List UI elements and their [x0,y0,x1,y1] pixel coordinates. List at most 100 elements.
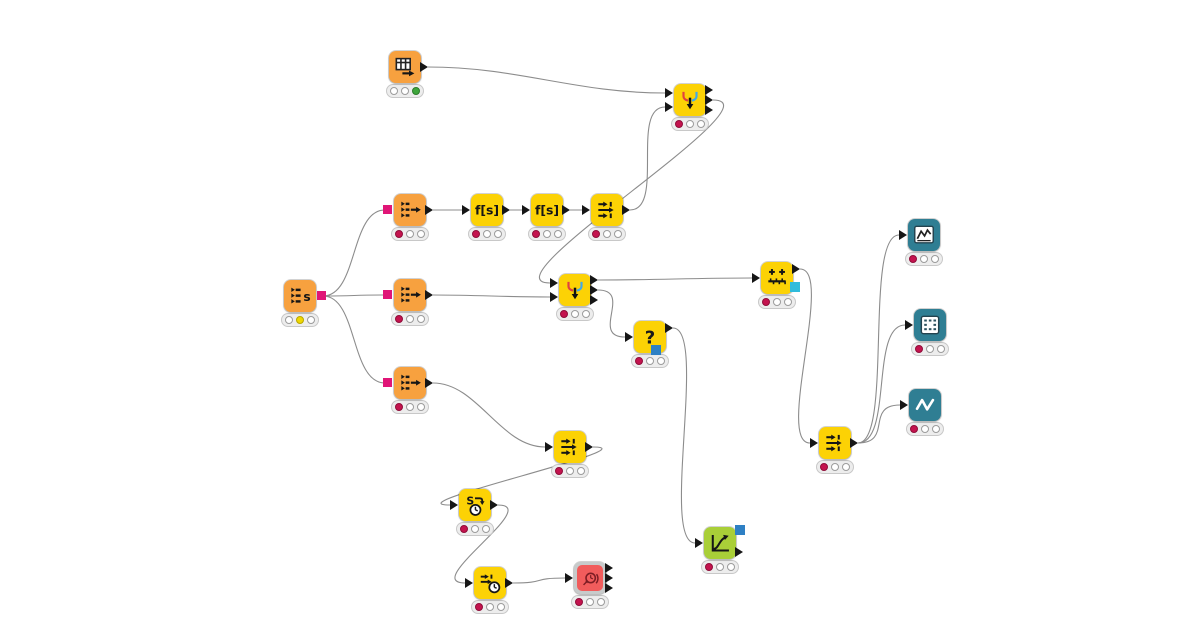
output-port[interactable] [502,205,510,215]
list-arrow-node-2[interactable] [383,279,433,311]
output-port[interactable] [590,285,598,295]
input-port[interactable] [465,578,473,588]
connection-list-arrow-node-2-to-joiner-node-2[interactable] [432,294,551,298]
connection-question-node-to-regression-node[interactable] [672,327,696,544]
output-port[interactable] [605,573,613,583]
output-port[interactable] [562,205,570,215]
input-port[interactable] [695,538,703,548]
output-port[interactable] [490,500,498,510]
connection-row-filter-clock-node-to-clock-loop-node[interactable] [512,577,566,584]
connection-row-filter-node-2-to-string-to-time-node[interactable] [440,446,603,506]
view-table-node[interactable] [905,309,946,341]
connection-string-to-time-node-to-row-filter-clock-node[interactable] [454,504,509,584]
string-fn-node-2[interactable]: f[s] [522,194,570,226]
input-port[interactable] [905,320,913,330]
svg-text:?: ? [645,327,655,348]
clock-loop-icon [580,568,600,588]
list-arrow-node-3[interactable] [383,367,433,399]
status-dot-off [417,230,425,238]
input-port[interactable] [810,438,818,448]
input-port[interactable] [900,400,908,410]
input-port[interactable] [899,230,907,240]
output-port[interactable] [850,438,858,448]
data-source-node[interactable]: s [284,280,326,312]
output-port[interactable] [585,442,593,452]
string-function-icon: f[s] [534,197,560,223]
input-port[interactable] [752,273,760,283]
table-creator-node[interactable] [389,51,428,83]
status-dot-off [406,403,414,411]
connection-data-source-node-to-list-arrow-node-1[interactable] [322,209,386,297]
joiner-node-2[interactable] [550,274,598,306]
output-port[interactable] [705,85,713,95]
connection-joiner-node-1-to-joiner-node-2[interactable] [539,99,724,284]
model-port[interactable] [735,525,745,535]
output-port[interactable] [705,95,713,105]
question-node[interactable]: ? [625,321,673,355]
view-line-chart-node[interactable] [900,389,941,421]
input-port[interactable] [665,102,673,112]
input-port[interactable] [665,88,673,98]
output-port[interactable] [792,264,800,274]
clock-loop-node[interactable] [565,562,613,594]
output-port[interactable] [665,323,673,333]
model-port[interactable] [651,345,661,355]
row-filter-clock-node[interactable] [465,567,513,599]
string-fn-node-1[interactable]: f[s] [462,194,510,226]
connection-row-filter-node-3-to-view-line-plot-node[interactable] [857,234,900,444]
input-port[interactable] [550,278,558,288]
input-port[interactable] [522,205,530,215]
row-filter-node-2[interactable] [545,431,593,463]
append-columns-icon [764,265,790,291]
output-port[interactable] [622,205,630,215]
output-port[interactable] [425,290,433,300]
string-function-icon: f[s] [474,197,500,223]
output-port[interactable] [420,62,428,72]
row-filter-node-1[interactable] [582,194,630,226]
output-port[interactable] [605,563,613,573]
model-port[interactable] [790,282,800,292]
output-port[interactable] [590,275,598,285]
connection-row-filter-node-1-to-joiner-node-1[interactable] [629,106,666,211]
regression-node[interactable] [695,525,745,559]
input-port[interactable] [545,442,553,452]
input-port[interactable] [582,205,590,215]
status-dot-off [406,315,414,323]
view-line-plot-node[interactable] [899,219,940,251]
joiner-node-1[interactable] [665,84,713,116]
connection-joiner-node-2-to-question-node[interactable] [597,289,626,338]
input-flow-port[interactable] [383,290,392,299]
output-port[interactable] [425,378,433,388]
connection-data-source-node-to-list-arrow-node-3[interactable] [322,295,386,384]
output-port[interactable] [425,205,433,215]
connection-append-node-to-row-filter-node-3[interactable] [798,268,812,444]
connection-table-creator-node-to-joiner-node-1[interactable] [427,66,666,94]
node-status-clock-loop-node [571,595,609,609]
connection-joiner-node-2-to-append-node[interactable] [597,277,753,281]
svg-text:f[s]: f[s] [535,203,559,218]
output-port[interactable] [590,295,598,305]
connection-list-arrow-node-3-to-row-filter-node-2[interactable] [432,382,546,448]
status-dot-off [543,230,551,238]
row-filter-node-3[interactable] [810,427,858,459]
append-node[interactable] [752,262,800,294]
input-port[interactable] [550,292,558,302]
input-port[interactable] [625,332,633,342]
connection-row-filter-node-3-to-view-line-chart-node[interactable] [857,404,901,444]
input-port[interactable] [565,573,573,583]
input-flow-port[interactable] [383,205,392,214]
input-port[interactable] [450,500,458,510]
list-arrow-node-1[interactable] [383,194,433,226]
connection-row-filter-node-3-to-view-table-node[interactable] [857,324,906,444]
output-port[interactable] [605,583,613,593]
input-flow-port[interactable] [383,378,392,387]
output-flow-port[interactable] [317,291,326,300]
input-port[interactable] [462,205,470,215]
connection-data-source-node-to-list-arrow-node-2[interactable] [322,294,386,297]
output-port[interactable] [705,105,713,115]
string-to-time-node[interactable]: S [450,489,498,521]
output-port[interactable] [735,547,743,557]
output-port[interactable] [505,578,513,588]
